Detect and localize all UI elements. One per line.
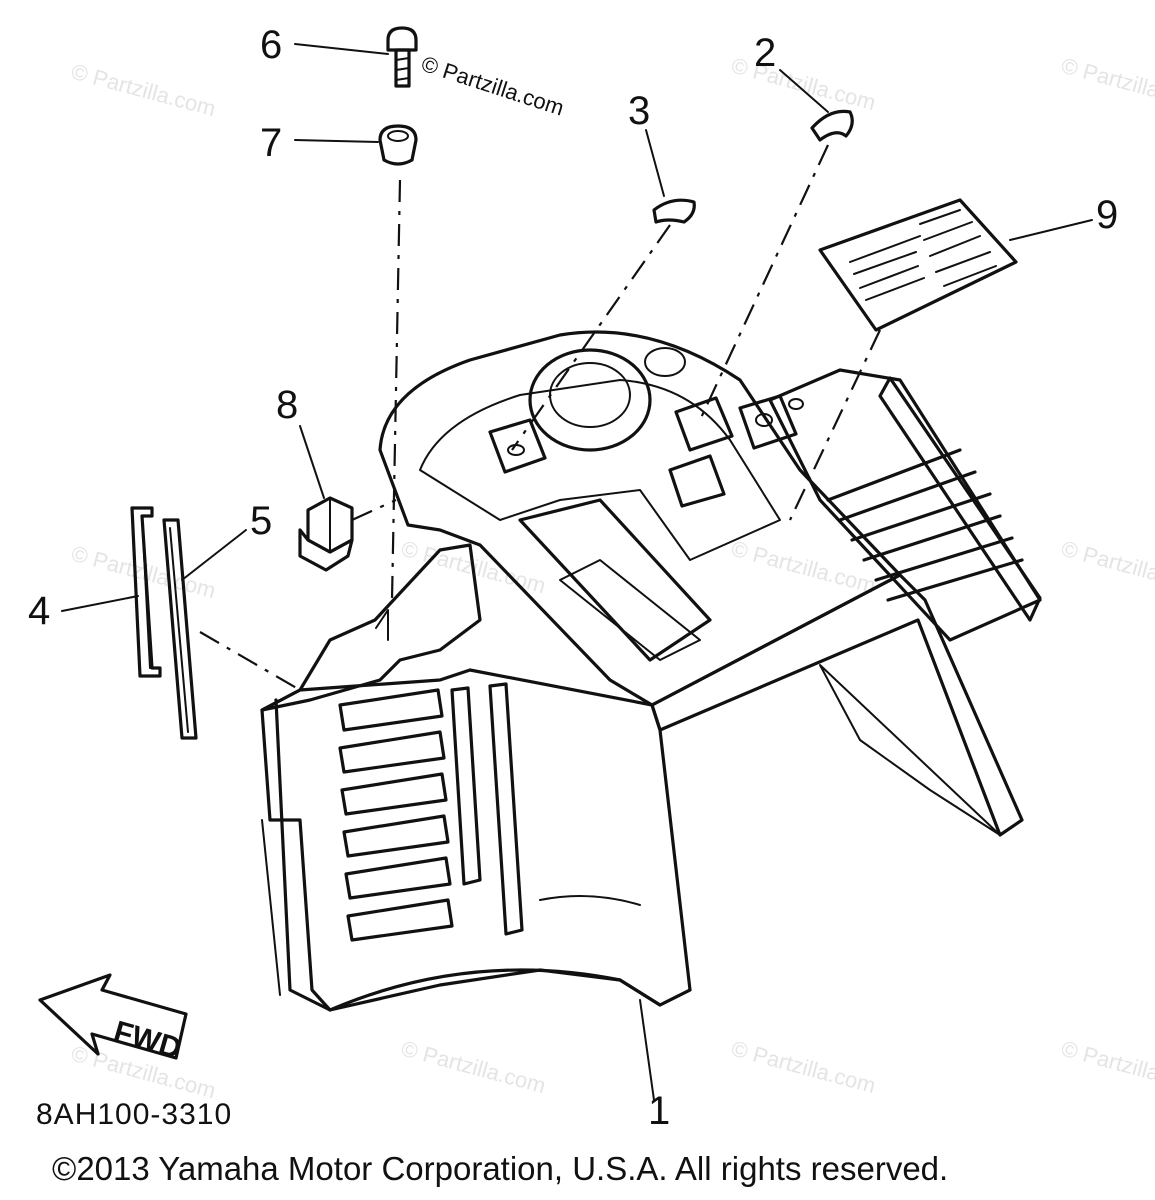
part-3-clip [652,198,696,224]
watermark-text: © Partzilla.com [399,1036,549,1099]
callout-6: 6 [260,23,282,67]
watermark-text: © Partzilla.com [1059,53,1155,116]
part-4-strip [130,506,162,678]
watermark-group: © Partzilla.com © Partzilla.com © Partzi… [69,53,1155,1104]
watermark-text: © Partzilla.com [1059,536,1155,599]
callout-8: 8 [276,383,298,427]
part-6-bolt [386,26,418,88]
assembly-lines [199,144,881,691]
copyright-text: ©2013 Yamaha Motor Corporation, U.S.A. A… [52,1150,948,1187]
watermark-text: © Partzilla.com [729,1036,879,1099]
part-9-label [818,198,1018,332]
watermark-text: © Partzilla.com [69,59,219,122]
leader-lines [61,43,1093,1101]
callout-7: 7 [260,121,282,165]
callout-numbers: 6 7 2 3 9 8 5 4 1 [28,23,1118,1133]
callout-3: 3 [628,89,650,133]
part-7-grommet [378,124,418,166]
callout-4: 4 [28,589,50,633]
part-5-strip [162,518,198,740]
partzilla-watermark: © Partzilla.com [418,51,567,121]
watermark-text: © Partzilla.com [729,53,879,116]
part-1-front-cover [260,330,1042,1012]
callout-9: 9 [1096,193,1118,237]
part-8-clip [298,496,354,572]
callout-1: 1 [648,1089,670,1133]
watermark-text: © Partzilla.com [1059,1036,1155,1099]
callout-2: 2 [754,31,776,75]
diagram-code: 8AH100-3310 [36,1098,232,1131]
watermark-text: © Partzilla.com [729,536,879,599]
part-2-clip [810,109,854,142]
callout-5: 5 [250,499,272,543]
